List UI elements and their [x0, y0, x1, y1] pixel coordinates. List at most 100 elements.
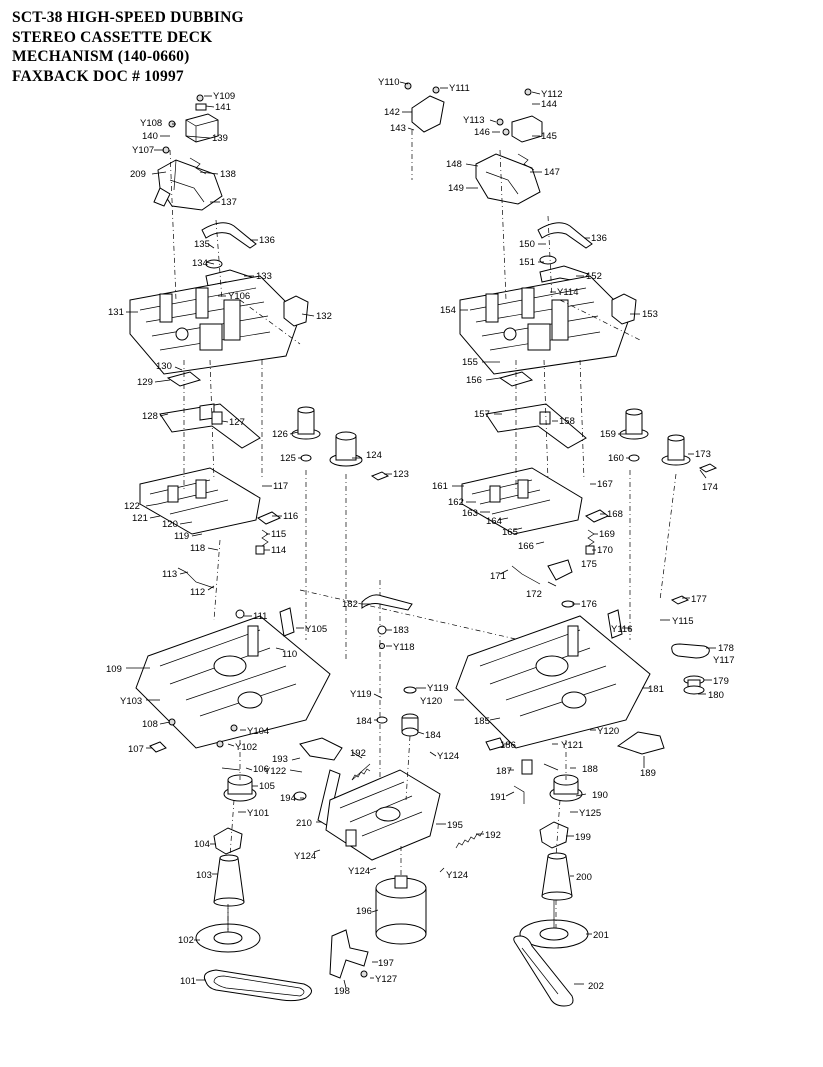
callout-142: 142: [384, 107, 400, 118]
callout-120: 120: [162, 519, 178, 530]
callout-122: 122: [124, 501, 140, 512]
title-line-2: STEREO CASSETTE DECK: [12, 28, 213, 46]
callout-108: 108: [142, 719, 158, 730]
callout-y115: Y115: [672, 616, 693, 627]
callout-159: 159: [600, 429, 616, 440]
callout-110: 110: [282, 649, 297, 660]
callout-105: 105: [259, 781, 275, 792]
callout-167: 167: [597, 479, 613, 490]
callout-127: 127: [229, 417, 245, 428]
callout-180: 180: [708, 690, 724, 701]
callout-y101: Y101: [247, 808, 269, 819]
callout-112: 112: [190, 587, 205, 598]
callout-y122: Y122: [264, 766, 286, 777]
right-deck-head-assembly: [404, 82, 718, 608]
callout-198: 198: [334, 986, 350, 997]
callout-y108: Y108: [140, 118, 162, 129]
callout-188: 188: [582, 764, 598, 775]
callout-119: 119: [174, 531, 189, 542]
left-main-chassis: [135, 607, 331, 1002]
callout-197: 197: [378, 958, 394, 969]
callout-169: 169: [599, 529, 615, 540]
callout-y102: Y102: [235, 742, 257, 753]
callout-184-left: 184: [356, 716, 372, 727]
callout-121: 121: [132, 513, 148, 524]
callout-y106: Y106: [228, 291, 250, 302]
callout-202: 202: [588, 981, 604, 992]
callout-187: 187: [496, 766, 512, 777]
callout-170: 170: [597, 545, 613, 556]
callout-209: 209: [130, 169, 146, 180]
callout-y120-left: Y120: [420, 696, 442, 707]
callout-y127: Y127: [375, 974, 397, 985]
callout-130: 130: [156, 361, 172, 372]
callout-128: 128: [142, 411, 158, 422]
callout-172: 172: [526, 589, 542, 600]
callout-115: 115: [271, 529, 286, 540]
callout-201: 201: [593, 930, 609, 941]
callout-103: 103: [196, 870, 212, 881]
right-main-chassis: [455, 609, 710, 1007]
callout-192-left: 192: [350, 748, 366, 759]
callout-y124-top: Y124: [437, 751, 459, 762]
callout-111: 111: [253, 611, 267, 622]
callout-133: 133: [256, 271, 272, 282]
callout-196: 196: [356, 906, 372, 917]
callout-y110: Y110: [378, 77, 399, 88]
callout-131: 131: [108, 307, 124, 318]
callout-150: 150: [519, 239, 535, 250]
callout-y124-left: Y124: [294, 851, 316, 862]
callout-173: 173: [695, 449, 711, 460]
callout-165: 165: [502, 527, 518, 538]
callout-164: 164: [486, 516, 502, 527]
callout-y120-right: Y120: [597, 726, 619, 737]
callout-y117: Y117: [713, 655, 734, 666]
callout-171: 171: [490, 571, 506, 582]
center-drive-assembly: [293, 594, 484, 979]
callout-153: 153: [642, 309, 658, 320]
callout-104: 104: [194, 839, 210, 850]
callout-177: 177: [691, 594, 707, 605]
callout-184-right: 184: [425, 730, 441, 741]
callout-178: 178: [718, 643, 734, 654]
title-line-4: FAXBACK DOC # 10997: [12, 67, 184, 85]
title-line-3: MECHANISM (140-0660): [12, 48, 190, 65]
callout-144: 144: [541, 99, 557, 110]
callout-140: 140: [142, 131, 158, 142]
callout-190: 190: [592, 790, 608, 801]
callout-123: 123: [393, 469, 409, 480]
callout-182: 182: [342, 599, 358, 610]
callout-129: 129: [137, 377, 153, 388]
callout-162: 162: [448, 497, 464, 508]
callout-136-left: 136: [259, 235, 275, 246]
callout-148: 148: [446, 159, 462, 170]
callout-149: 149: [448, 183, 464, 194]
callout-y112: Y112: [541, 89, 562, 100]
callout-141: 141: [215, 102, 231, 113]
callout-118: 118: [190, 543, 205, 554]
callout-102: 102: [178, 935, 194, 946]
callout-y107: Y107: [132, 145, 154, 156]
callout-155: 155: [462, 357, 478, 368]
callout-137: 137: [221, 197, 237, 208]
callout-183: 183: [393, 625, 409, 636]
callout-134: 134: [192, 258, 208, 269]
callout-189: 189: [640, 768, 656, 779]
callout-y118: Y118: [393, 642, 414, 653]
callout-194: 194: [280, 793, 296, 804]
callout-161: 161: [432, 481, 448, 492]
leader-lines: [126, 81, 716, 989]
callout-136-right: 136: [591, 233, 607, 244]
callout-151: 151: [519, 257, 535, 268]
callout-117: 117: [273, 481, 288, 492]
callout-158: 158: [559, 416, 575, 427]
callout-152: 152: [586, 271, 602, 282]
callout-y119-right: Y119: [427, 683, 448, 694]
callout-143: 143: [390, 123, 406, 134]
callout-125: 125: [280, 453, 296, 464]
callout-174: 174: [702, 482, 718, 493]
callout-210: 210: [296, 818, 312, 829]
callout-106: 106: [253, 764, 269, 775]
callout-y105: Y105: [305, 624, 327, 635]
callout-y114: Y114: [557, 287, 578, 298]
